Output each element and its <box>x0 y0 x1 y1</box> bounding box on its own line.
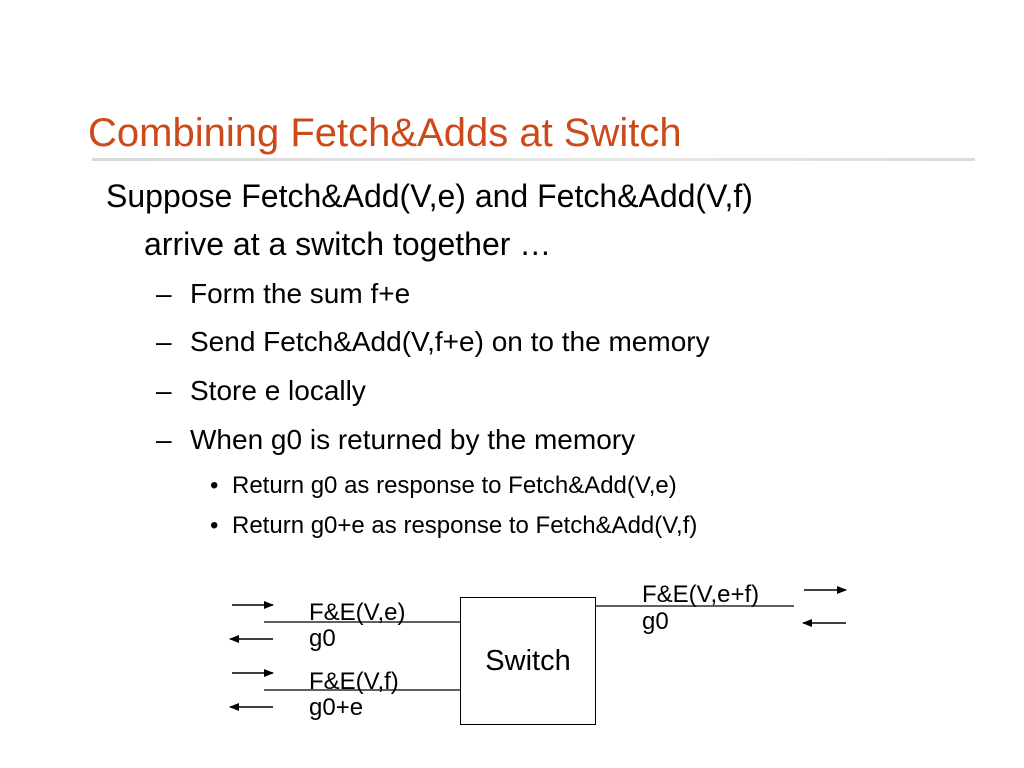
subsub-bullet-text: Return g0 as response to Fetch&Add(V,e) <box>232 472 677 499</box>
label-response-g0-right: g0 <box>642 608 669 635</box>
subsub-bullet-return-g0e: • Return g0+e as response to Fetch&Add(V,… <box>210 511 697 541</box>
slide-title: Combining Fetch&Adds at Switch <box>88 111 682 155</box>
subsub-bullet-text: Return g0+e as response to Fetch&Add(V,f… <box>232 512 698 539</box>
sub-bullet-when-returned: –When g0 is returned by the memory <box>156 423 635 457</box>
main-bullet-line-2: arrive at a switch together … <box>144 226 552 262</box>
dash-marker: – <box>156 278 172 309</box>
dot-marker: • <box>210 512 219 539</box>
dash-marker: – <box>156 326 172 357</box>
subsub-bullet-return-g0: • Return g0 as response to Fetch&Add(V,e) <box>210 471 677 501</box>
label-response-g0e: g0+e <box>309 694 364 721</box>
label-request-f: F&E(V,f) <box>309 668 399 695</box>
sub-bullet-form-sum: –Form the sum f+e <box>156 277 410 311</box>
sub-bullet-text: Form the sum f+e <box>190 278 411 309</box>
sub-bullet-text: Store e locally <box>190 375 366 406</box>
switch-label: Switch <box>485 644 571 677</box>
label-request-ef: F&E(V,e+f) <box>642 581 760 608</box>
sub-bullet-text: Send Fetch&Add(V,f+e) on to the memory <box>190 326 710 357</box>
main-bullet-line-1: Suppose Fetch&Add(V,e) and Fetch&Add(V,f… <box>106 178 753 214</box>
label-request-e: F&E(V,e) <box>309 599 406 626</box>
title-divider <box>92 158 975 161</box>
main-bullet: Suppose Fetch&Add(V,e) and Fetch&Add(V,f… <box>106 172 936 268</box>
dash-marker: – <box>156 424 172 455</box>
dot-marker: • <box>210 472 219 499</box>
switch-box: Switch <box>460 597 596 725</box>
sub-bullet-send: –Send Fetch&Add(V,f+e) on to the memory <box>156 325 710 359</box>
dash-marker: – <box>156 375 172 406</box>
sub-bullet-store: –Store e locally <box>156 374 366 408</box>
sub-bullet-text: When g0 is returned by the memory <box>190 424 636 455</box>
label-response-g0: g0 <box>309 625 336 652</box>
